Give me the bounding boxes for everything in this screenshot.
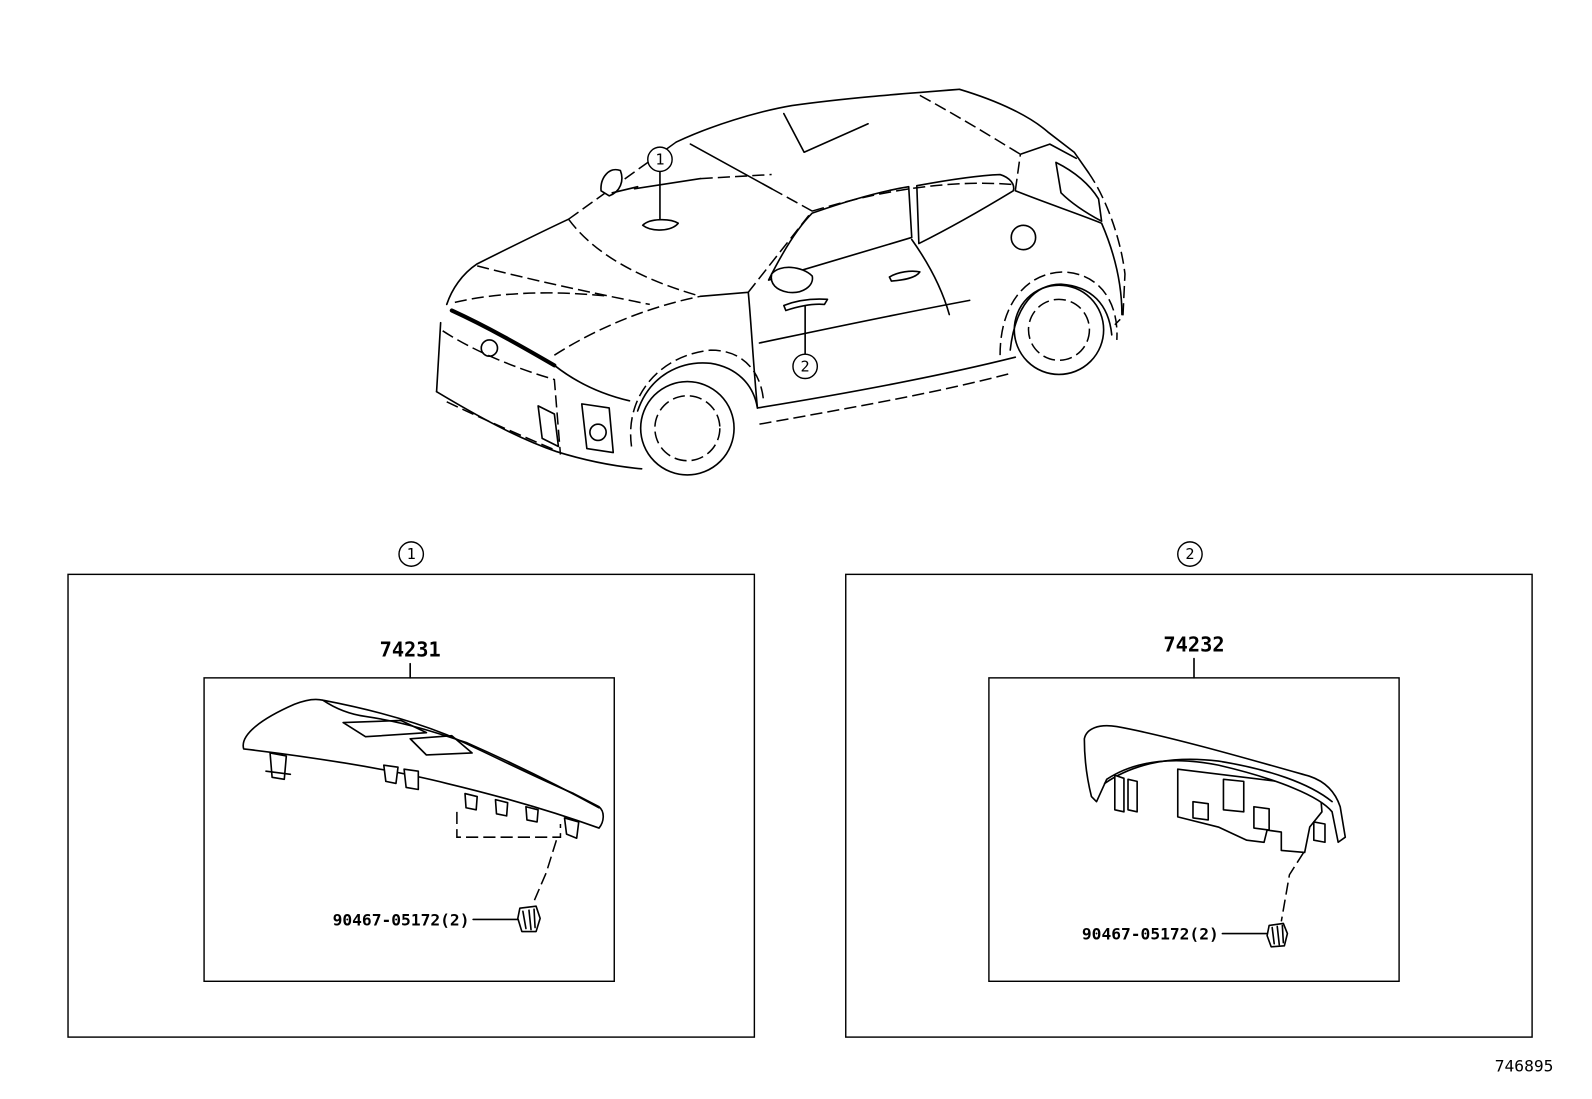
switch-base-shell bbox=[1083, 724, 1347, 844]
car-roof-line bbox=[675, 88, 961, 143]
switch-base-clip-tab bbox=[265, 770, 292, 776]
car-front-wheel-arch bbox=[636, 362, 759, 412]
car-emblem bbox=[480, 339, 499, 357]
car-rear-wheel-arch bbox=[1009, 283, 1113, 351]
car-roof-rear-edge bbox=[919, 94, 1021, 155]
switch-base-clip bbox=[403, 768, 420, 791]
car-lower-grille bbox=[446, 401, 557, 452]
switch-base-body bbox=[1176, 768, 1323, 854]
car-bumper-left bbox=[435, 321, 442, 393]
car-hood-left-edge bbox=[445, 218, 570, 306]
car-hood-crease bbox=[477, 265, 650, 306]
car-windshield-top-right bbox=[689, 143, 773, 190]
vehicle-illustration: 1 2 bbox=[435, 88, 1126, 476]
panel-1-inner-frame bbox=[203, 677, 615, 982]
car-fog-light bbox=[589, 423, 607, 442]
switch-base-clip bbox=[382, 764, 399, 785]
panel-2-callout-number: 2 bbox=[1185, 545, 1194, 563]
switch-base-inner-lip bbox=[1103, 758, 1333, 803]
car-front-tire bbox=[639, 380, 735, 476]
vehicle-callout-2-number: 2 bbox=[801, 357, 810, 375]
fastener-clip-detail bbox=[522, 908, 536, 931]
car-headlight bbox=[449, 308, 557, 368]
vehicle-callout-1-number: 1 bbox=[655, 150, 664, 168]
car-hood-front-edge bbox=[454, 292, 610, 304]
car-door-rear-edge bbox=[910, 238, 951, 316]
panel-1-callout-circle bbox=[398, 541, 425, 567]
vehicle-callout-2-circle bbox=[792, 353, 819, 380]
switch-base-clip bbox=[494, 798, 509, 817]
car-rear-quarter-panel bbox=[1014, 189, 1123, 316]
detail-panel-1: 1 74231 90467-05172(2) bbox=[67, 541, 756, 1038]
switch-base-upper-ridge bbox=[322, 699, 600, 809]
car-hood-right-edge bbox=[553, 295, 701, 356]
car-door-front-edge bbox=[747, 291, 759, 409]
car-front-rim bbox=[654, 395, 721, 462]
switch-base-clip bbox=[464, 792, 479, 811]
switch-opening-2 bbox=[409, 734, 473, 756]
vehicle-callout-1-circle bbox=[647, 146, 673, 173]
car-side-mirror bbox=[770, 266, 814, 294]
switch-base-rib bbox=[1192, 800, 1210, 821]
car-sill bbox=[756, 356, 1017, 409]
vehicle-callout-1-part bbox=[641, 218, 680, 231]
car-cowl-line bbox=[567, 218, 701, 298]
car-front-window bbox=[767, 185, 913, 281]
panel-2-callout-circle bbox=[1177, 541, 1203, 567]
switch-base-clip bbox=[269, 752, 288, 781]
clip-location-bracket bbox=[456, 811, 562, 838]
car-taillight bbox=[1055, 161, 1103, 223]
car-fender-top bbox=[699, 291, 750, 298]
car-door-handle bbox=[888, 270, 921, 282]
detail-panel-2: 2 74232 90467-05172(2) bbox=[845, 541, 1533, 1038]
illustration-number: 746895 bbox=[1495, 1057, 1554, 1076]
car-rear-wheel-arch-outer bbox=[999, 271, 1118, 356]
car-rear-tire bbox=[1013, 284, 1105, 376]
car-roof-groove bbox=[783, 112, 869, 154]
panel-2-fastener-part-number[interactable]: 90467-05172(2) bbox=[1082, 925, 1219, 944]
car-rear-spoiler bbox=[958, 88, 1090, 174]
car-lower-body-line bbox=[759, 372, 1011, 425]
switch-base-clip bbox=[563, 817, 580, 840]
switch-base-shell bbox=[242, 698, 605, 829]
car-fuel-cap bbox=[1010, 224, 1037, 251]
switch-base-clip bbox=[1312, 821, 1326, 844]
car-grille-outline bbox=[442, 330, 562, 455]
car-bumper-bottom bbox=[435, 390, 643, 470]
car-spoiler-lower bbox=[1019, 143, 1078, 160]
window-switch-base-drawing bbox=[1083, 724, 1347, 948]
switch-base-clip bbox=[1113, 774, 1125, 813]
car-rear-quarter-window bbox=[916, 173, 1015, 245]
fastener-leader-dashed bbox=[1280, 852, 1305, 922]
car-rear-bumper bbox=[1087, 172, 1126, 326]
car-far-mirror-arm bbox=[611, 185, 639, 194]
fastener-leader-dashed bbox=[533, 840, 558, 902]
car-side-vent bbox=[537, 405, 560, 448]
switch-base-clip bbox=[525, 805, 539, 823]
panel-2-outer-frame bbox=[845, 573, 1533, 1038]
fastener-clip-detail bbox=[1271, 924, 1285, 946]
panel-2-part-number[interactable]: 74232 bbox=[1163, 632, 1224, 656]
car-fog-light-surround bbox=[580, 403, 615, 454]
switch-base-rib bbox=[1222, 778, 1245, 813]
car-interior-dash-line bbox=[700, 173, 772, 180]
panel-1-callout-number: 1 bbox=[407, 545, 416, 563]
panel-1-fastener-part-number[interactable]: 90467-05172(2) bbox=[333, 910, 470, 929]
car-character-line bbox=[758, 299, 971, 344]
switch-base-rib bbox=[1253, 805, 1270, 831]
window-switch-base-drawing bbox=[242, 698, 605, 933]
vehicle-callout-2-part bbox=[783, 298, 829, 312]
car-front-wheel-arch-outer bbox=[629, 349, 765, 447]
panel-1-outer-frame bbox=[67, 573, 756, 1038]
switch-base-clip bbox=[1127, 778, 1138, 813]
car-roof-side-rail bbox=[812, 182, 1016, 212]
car-rear-rim bbox=[1027, 298, 1091, 362]
panel-2-inner-frame bbox=[988, 677, 1400, 982]
car-rear-pillar bbox=[1014, 154, 1022, 191]
panel-1-part-number[interactable]: 74231 bbox=[380, 638, 441, 662]
car-front-corner bbox=[553, 364, 631, 402]
car-interior-dash-line bbox=[633, 177, 702, 190]
switch-opening-1 bbox=[342, 719, 428, 738]
